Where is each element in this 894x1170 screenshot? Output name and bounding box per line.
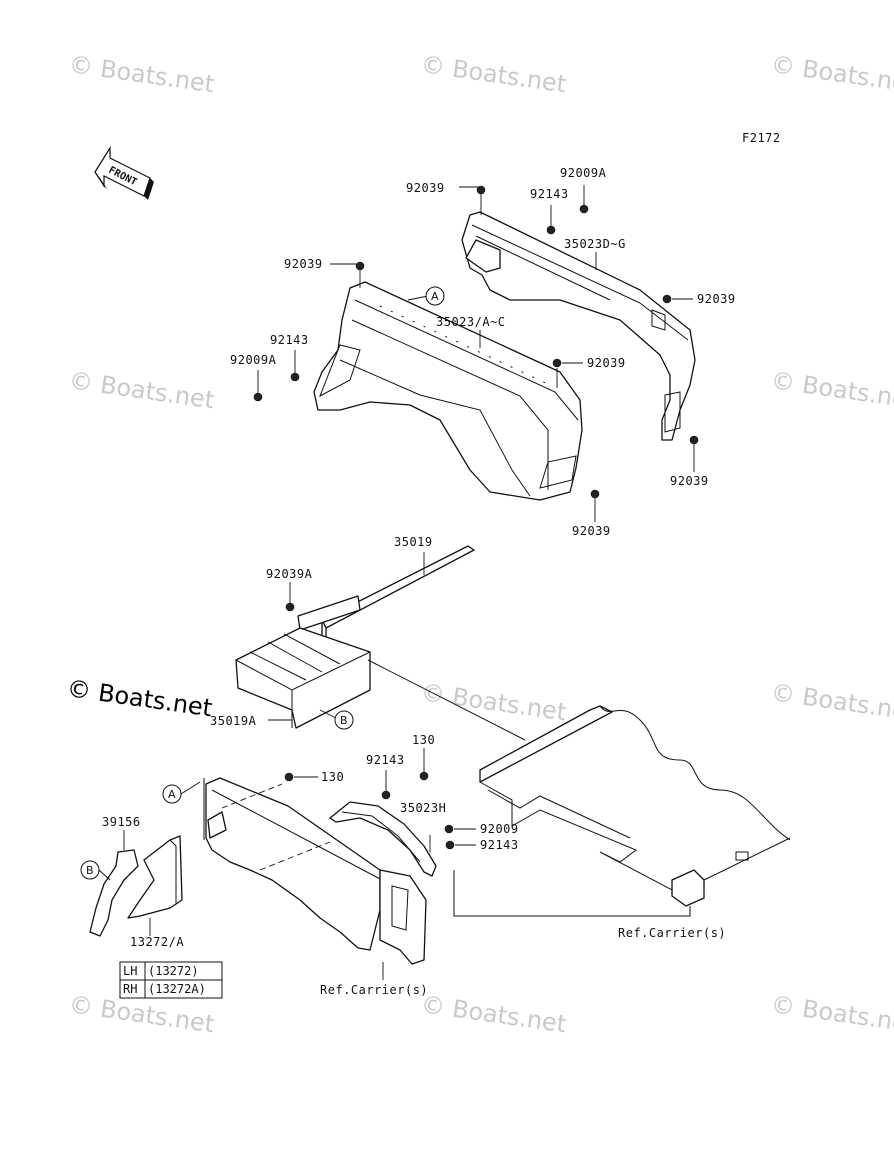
bolt-icon [444, 824, 454, 834]
watermark: © Boats.net [67, 366, 216, 414]
callout-b-label: B [86, 864, 94, 877]
bolt-icon [552, 358, 562, 368]
bolt-icon [476, 185, 486, 195]
watermark: © Boats.net [67, 50, 216, 98]
cover-parts [235, 545, 526, 741]
part-label: 92039 [572, 524, 611, 538]
part-label: 35023/A~C [436, 315, 506, 329]
bolt-icon [579, 204, 589, 214]
reference-label: Ref.Carrier(s) [618, 926, 726, 940]
watermark: © Boats.net [419, 50, 568, 98]
watermark-main: © Boats.net [65, 674, 214, 722]
table-part-cell: (13272A) [148, 982, 206, 996]
diagram-code: F2172 [742, 131, 781, 145]
bolt-icon [284, 772, 294, 782]
bolt-icon [419, 771, 429, 781]
part-label: 92039 [697, 292, 736, 306]
part-label: 92009 [480, 822, 519, 836]
part-label: 35023H [400, 801, 446, 815]
part-label: 35023D~G [564, 237, 626, 251]
part-label: 92143 [270, 333, 309, 347]
callout-a [425, 286, 445, 306]
watermark: © Boats.net [769, 50, 894, 98]
callout-b-label: B [340, 714, 348, 727]
part-label: 130 [412, 733, 435, 747]
part-label: 92009A [560, 166, 607, 180]
carrier-link-line [453, 870, 691, 917]
washer-icon [445, 840, 455, 850]
bolt-icon [590, 489, 600, 499]
part-label: 92039 [284, 257, 323, 271]
washer-icon [290, 372, 300, 382]
part-label: 92009A [230, 353, 277, 367]
table-part-cell: (13272) [148, 964, 199, 978]
watermark: © Boats.net [419, 678, 568, 726]
bolt-icon [355, 261, 365, 271]
reference-label: Ref.Carrier(s) [320, 983, 428, 997]
part-label: 92039 [406, 181, 445, 195]
bolt-icon [689, 435, 699, 445]
part-label: 92039A [266, 567, 313, 581]
callout-b [334, 710, 354, 730]
fender-right-part [461, 211, 696, 441]
part-labels: 92009A 92039 92143 35023D~G 92039 92039 … [102, 166, 736, 997]
part-label: 35019A [210, 714, 257, 728]
part-label: 92039 [670, 474, 709, 488]
part-label: 92143 [530, 187, 569, 201]
part-label: 92143 [366, 753, 405, 767]
bolt-icon [253, 392, 263, 402]
carrier-frame-right [479, 705, 791, 907]
front-arrow-icon: FRONT [94, 145, 154, 200]
part-label: 92039 [587, 356, 626, 370]
part-label: 39156 [102, 815, 141, 829]
washer-icon [546, 225, 556, 235]
callout-a-label: A [168, 788, 176, 801]
watermark: © Boats.net [769, 990, 894, 1038]
leader-lines [257, 185, 695, 522]
table-side-cell: RH [123, 982, 137, 996]
washer-icon [381, 790, 391, 800]
watermark: © Boats.net [769, 366, 894, 414]
watermark: © Boats.net [419, 990, 568, 1038]
seal-part [89, 835, 183, 937]
watermark: © Boats.net [769, 678, 894, 726]
bolt-icon [285, 602, 295, 612]
callout-b [80, 860, 100, 880]
part-label: 35019 [394, 535, 433, 549]
table-side-cell: LH [123, 964, 137, 978]
part-label: 13272/A [130, 935, 184, 949]
part-label: 130 [321, 770, 344, 784]
bolt-icon [662, 294, 672, 304]
watermarks: © Boats.net © Boats.net © Boats.net © Bo… [65, 50, 894, 1038]
inner-fender-part [329, 801, 437, 877]
lower-panel [203, 777, 427, 965]
fender-left-part [313, 281, 583, 501]
side-table: LH (13272) RH (13272A) [119, 961, 223, 999]
callout-a-label: A [431, 290, 439, 303]
part-label: 92143 [480, 838, 519, 852]
